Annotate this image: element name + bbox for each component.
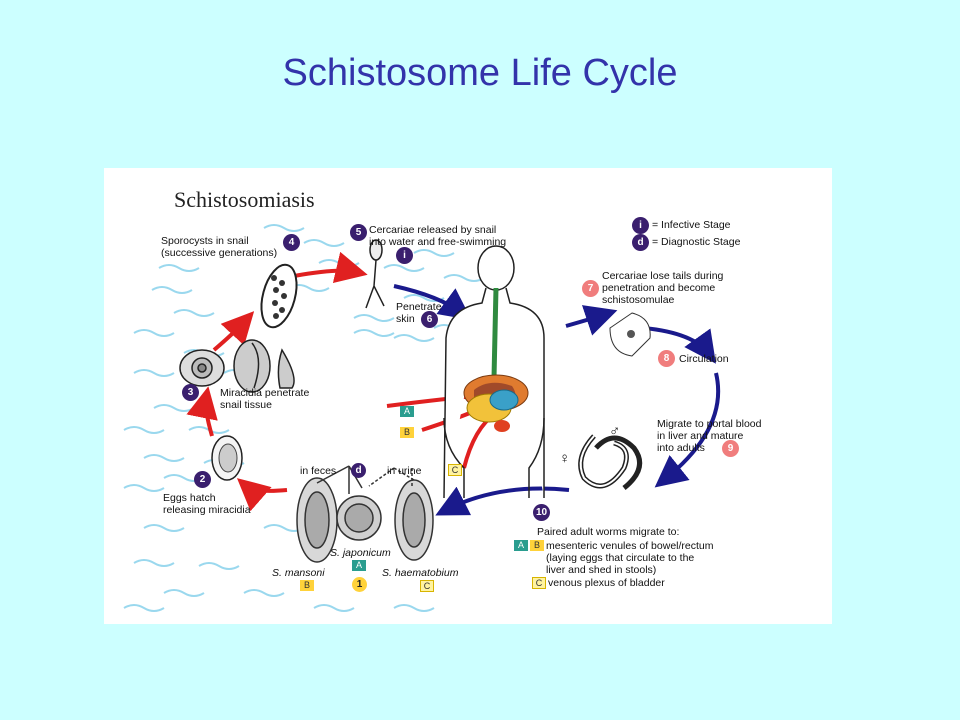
step-5-infective-badge: i xyxy=(396,247,413,264)
blue-arrows xyxy=(393,284,721,516)
step-10-label: Paired adult worms migrate to: xyxy=(537,526,680,538)
male-symbol: ♂ xyxy=(609,423,621,440)
route-c-description: venous plexus of bladder xyxy=(548,577,665,589)
life-cycle-diagram: Schistosomiasis i = Infective Stage d = … xyxy=(104,168,832,624)
step-5-label: Cercariae released by snail into water a… xyxy=(369,224,507,248)
step-7-label: Cercariae lose tails during penetration … xyxy=(602,270,724,306)
panel-title: Schistosomiasis xyxy=(174,187,315,212)
diagnostic-stage-label: = Diagnostic Stage xyxy=(652,236,741,248)
step-9-badge: 9 xyxy=(722,440,739,457)
mansoni-label: S. mansoni xyxy=(272,567,325,579)
cercaria-drawing xyxy=(365,239,385,309)
step-6-label: Penetrate skin xyxy=(396,301,442,325)
step-4-badge: 4 xyxy=(283,234,300,251)
adult-worms-drawing xyxy=(578,434,643,490)
step-2-badge: 2 xyxy=(194,471,211,488)
haematobium-tag-c: C xyxy=(420,580,434,592)
route-b-tag: B xyxy=(530,540,544,551)
diagram-artwork xyxy=(123,224,721,612)
egg-drawings xyxy=(296,465,434,563)
female-symbol: ♀ xyxy=(559,450,571,467)
in-feces-label: in feces xyxy=(300,465,337,477)
route-c-tag: C xyxy=(532,577,546,589)
slide-title: Schistosome Life Cycle xyxy=(282,52,678,94)
body-tag-a: A xyxy=(400,406,414,417)
japonicum-label: S. japonicum xyxy=(330,547,391,559)
step-10-badge: 10 xyxy=(533,504,550,521)
body-tag-b: B xyxy=(400,427,414,438)
step-9-label: Migrate to portal blood in liver and mat… xyxy=(657,418,762,454)
step-7-badge: 7 xyxy=(582,280,599,297)
haematobium-label: S. haematobium xyxy=(382,567,459,579)
step-3-badge: 3 xyxy=(182,384,199,401)
infective-stage-badge: i xyxy=(632,217,649,234)
snail-drawings xyxy=(179,339,295,393)
sporocyst-drawing xyxy=(260,263,298,329)
egg-diagnostic-badge: d xyxy=(351,463,366,478)
step-3-label: Miracidia penetrate snail tissue xyxy=(220,387,310,411)
route-ab-description: mesenteric venules of bowel/rectum (layi… xyxy=(546,540,714,576)
route-a-tag: A xyxy=(514,540,528,551)
step-8-label: Circulation xyxy=(679,353,729,365)
step-5-badge: 5 xyxy=(350,224,367,241)
step-4-label: Sporocysts in snail (successive generati… xyxy=(161,235,278,259)
step-8-badge: 8 xyxy=(658,350,675,367)
diagnostic-stage-badge: d xyxy=(632,234,649,251)
infective-stage-label: = Infective Stage xyxy=(652,219,731,231)
in-urine-label: in urine xyxy=(387,465,422,477)
step-1-badge: 1 xyxy=(352,577,367,592)
mansoni-tag-b: B xyxy=(300,580,314,591)
step-2-label: Eggs hatch releasing miracidia xyxy=(163,492,251,516)
step-6-badge: 6 xyxy=(421,311,438,328)
body-tag-c: C xyxy=(448,464,462,476)
human-body-drawing xyxy=(443,245,545,499)
japonicum-tag-a: A xyxy=(352,560,366,571)
